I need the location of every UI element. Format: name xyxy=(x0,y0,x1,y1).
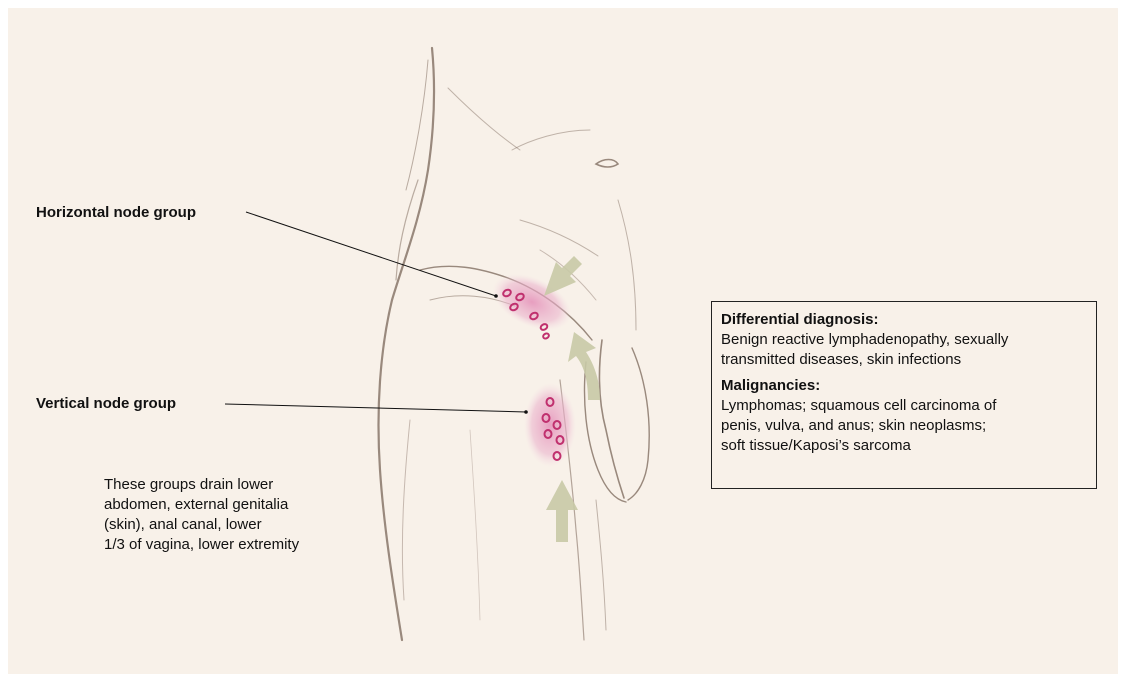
drainage-note: These groups drain lower abdomen, extern… xyxy=(104,475,374,555)
drainage-note-line: These groups drain lower xyxy=(104,475,374,495)
malignancies-line: soft tissue/Kaposi’s sarcoma xyxy=(721,436,1088,456)
arrow-from-leg xyxy=(546,480,578,542)
vertical-node-cluster xyxy=(524,383,576,467)
differential-line: Benign reactive lymphadenopathy, sexuall… xyxy=(721,330,1088,350)
horizontal-leader-dot xyxy=(494,294,498,298)
malignancies-line: penis, vulva, and anus; skin neoplasms; xyxy=(721,416,1088,436)
vertical-leader-dot xyxy=(524,410,528,414)
horizontal-leader xyxy=(246,212,496,296)
differential-line: transmitted diseases, skin infections xyxy=(721,350,1088,370)
leader-lines xyxy=(225,212,526,412)
drainage-note-line: 1/3 of vagina, lower extremity xyxy=(104,535,374,555)
vertical-node-group-label: Vertical node group xyxy=(36,395,176,413)
vertical-leader xyxy=(225,404,526,412)
body-sketch xyxy=(379,48,650,640)
arrow-from-abdomen xyxy=(544,256,582,296)
horizontal-node-group-label: Horizontal node group xyxy=(36,204,196,222)
differential-heading: Differential diagnosis: xyxy=(721,310,1088,330)
differential-diagnosis-box: Differential diagnosis: Benign reactive … xyxy=(711,301,1097,489)
malignancies-heading: Malignancies: xyxy=(721,376,1088,396)
malignancies-line: Lymphomas; squamous cell carcinoma of xyxy=(721,396,1088,416)
drainage-note-line: abdomen, external genitalia xyxy=(104,495,374,515)
drainage-note-line: (skin), anal canal, lower xyxy=(104,515,374,535)
